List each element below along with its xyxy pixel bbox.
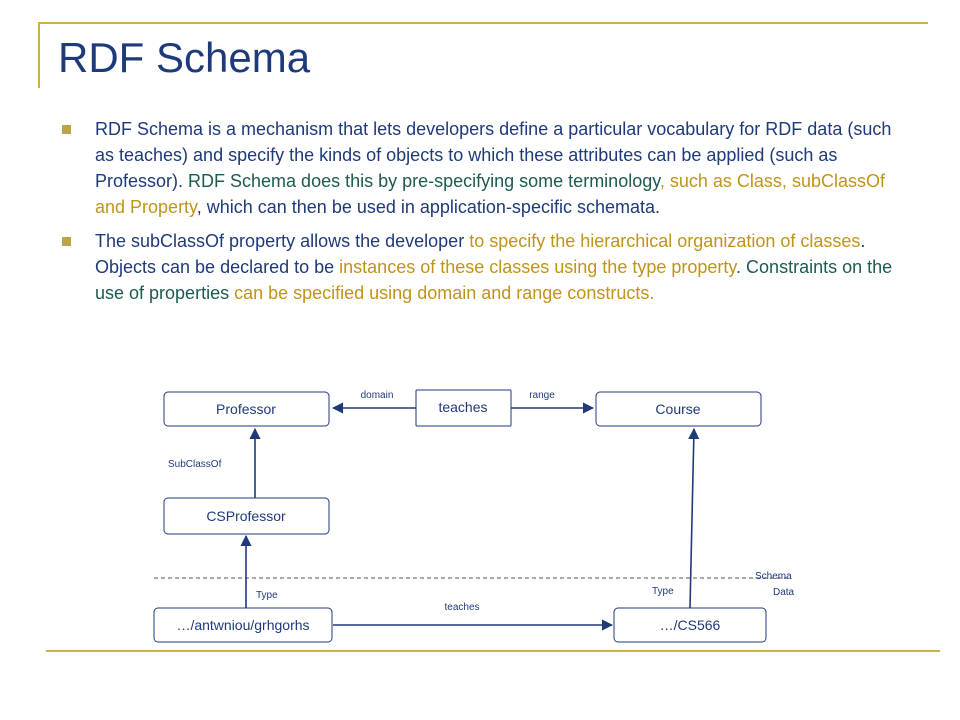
bullet-segment: , which can then be used in application-…	[196, 197, 660, 217]
node-course-label: Course	[655, 401, 700, 417]
node-instance-person: …/antwniou/grhgorhs	[153, 607, 333, 643]
node-instance-person-label: …/antwniou/grhgorhs	[176, 617, 309, 633]
bullet-list: RDF Schema is a mechanism that lets deve…	[62, 116, 912, 314]
type-label-left: Type	[256, 590, 278, 601]
node-instance-person-box	[153, 607, 333, 643]
node-instance-course: …/CS566	[613, 607, 767, 643]
bullet-item: RDF Schema is a mechanism that lets deve…	[62, 116, 912, 220]
node-instance-course-label: …/CS566	[660, 617, 721, 633]
teaches-instance-label: teaches	[444, 602, 479, 613]
slide-title: RDF Schema	[58, 34, 311, 81]
node-course: Course	[595, 391, 762, 427]
bullet-segment: The subClassOf property allows the devel…	[95, 231, 470, 251]
top-rule	[38, 22, 928, 24]
bullet-item: The subClassOf property allows the devel…	[62, 228, 912, 306]
node-csprofessor-label: CSProfessor	[206, 508, 286, 524]
domain-label: domain	[361, 390, 394, 401]
node-teaches-property: teaches	[415, 389, 512, 427]
bullet-segment: . Objects can be declared to be	[95, 231, 866, 277]
node-csprofessor: CSProfessor	[163, 497, 330, 535]
schema-layer-label: Schema	[755, 571, 792, 582]
node-professor-label: Professor	[216, 401, 276, 417]
node-teaches-label: teaches	[438, 399, 487, 415]
bullet-segment: RDF Schema does this by pre-specifying s…	[188, 171, 660, 191]
node-instance-course-box	[613, 607, 767, 643]
type-arrow-right	[688, 427, 700, 609]
bullet-segment: RDF Schema is a mechanism that lets deve…	[95, 119, 892, 191]
bullet-segment: to specify the hierarchical organization…	[469, 231, 861, 251]
node-professor-box	[163, 391, 330, 427]
bullet-text: RDF Schema is a mechanism that lets deve…	[95, 116, 912, 220]
type-label-right: Type	[652, 586, 674, 597]
subclassof-label: SubClassOf	[168, 459, 222, 470]
data-layer-label: Data	[773, 587, 795, 598]
bullet-segment: can be specified using domain and range …	[234, 283, 655, 303]
node-teaches-box	[415, 389, 512, 427]
bullet-segment: , such as Class, subClassOf and Property	[95, 171, 885, 217]
bullet-segment: . Constraints on the use of properties	[95, 257, 893, 303]
node-csprofessor-box	[163, 497, 330, 535]
bullet-text: The subClassOf property allows the devel…	[95, 228, 912, 306]
node-professor: Professor	[163, 391, 330, 427]
bottom-rule	[46, 650, 940, 652]
left-rule	[38, 22, 40, 88]
bullet-segment: instances of these classes using the typ…	[339, 257, 737, 277]
square-bullet-icon	[62, 125, 71, 134]
square-bullet-icon	[62, 237, 71, 246]
range-label: range	[529, 390, 555, 401]
node-course-box	[595, 391, 762, 427]
